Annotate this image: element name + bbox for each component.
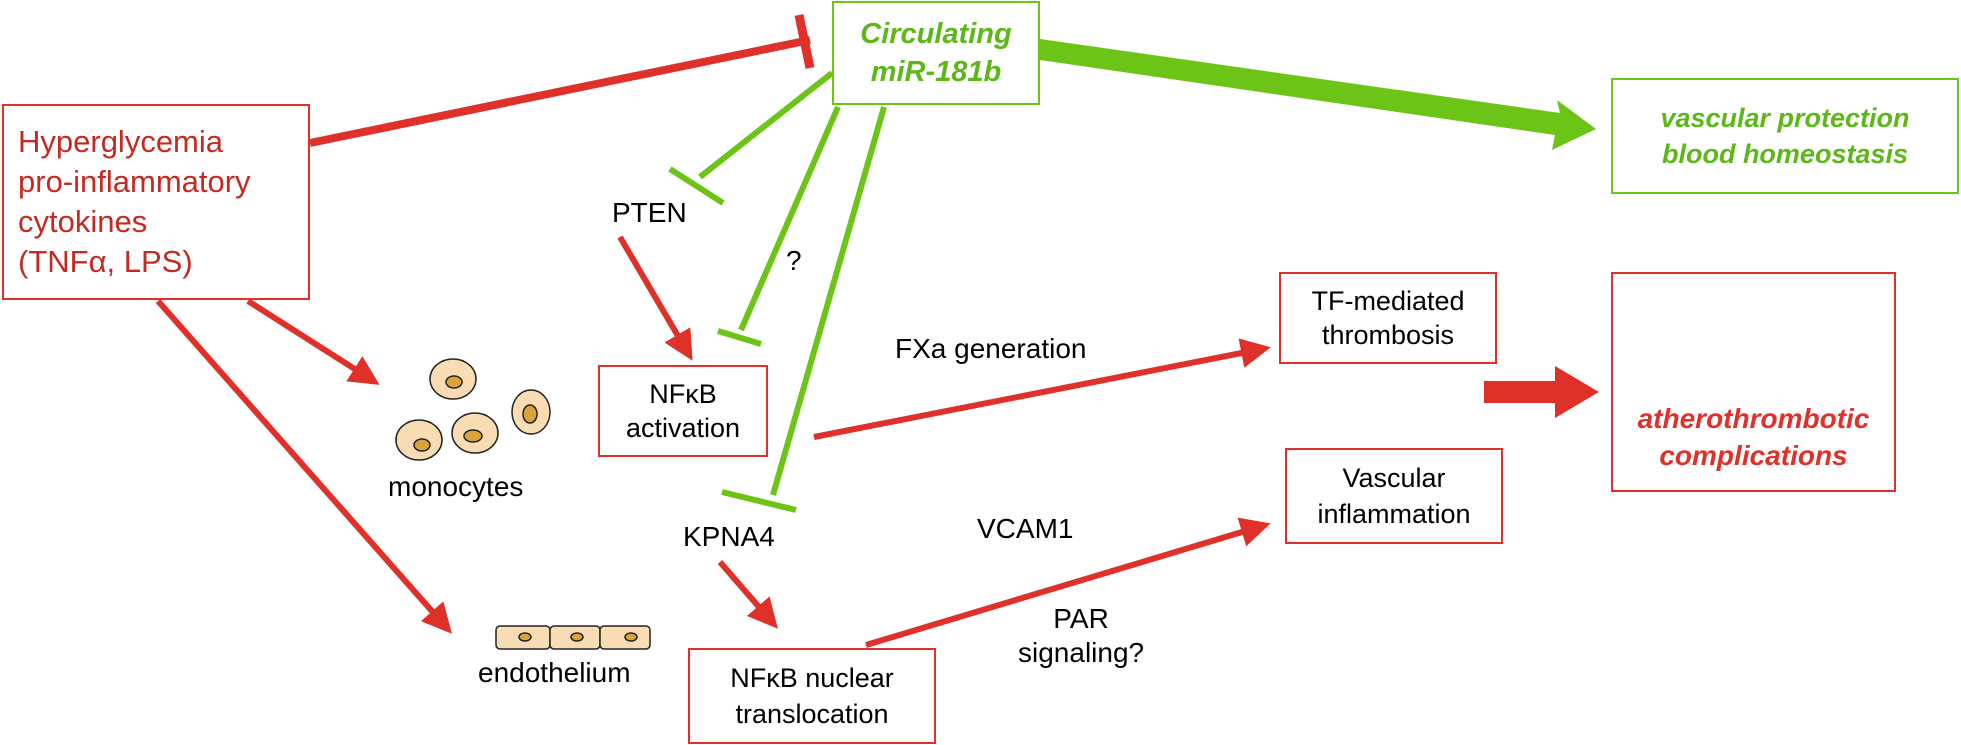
tf-thrombosis-line-1: TF-mediated: [1311, 286, 1465, 316]
mir-inhibits-kpna4-bar: [721, 489, 797, 513]
hyperglycemia-line-2: pro-inflammatory: [18, 164, 251, 199]
hyperglycemia-to-endothelium-arrow: [155, 299, 452, 634]
nfkb-nuclear-line-2: translocation: [735, 699, 889, 729]
mir181b-node: Circulating miR-181b: [832, 1, 1040, 105]
hyperglycemia-line-4: (TNFα, LPS): [18, 244, 193, 279]
mir-inhibits-kpna4-line: [770, 106, 887, 496]
complications-arrow: [1484, 366, 1599, 418]
kpna4-to-nuclear-arrow: [717, 560, 778, 629]
vascular-inflammation-line-1: Vascular: [1342, 463, 1446, 493]
vascular-inflammation-line-2: inflammation: [1317, 499, 1471, 529]
monocyte-cells-icon: [395, 358, 551, 461]
vcam1-label: VCAM1: [977, 513, 1074, 544]
nfkb-activation-line-1: NFκB: [649, 379, 717, 409]
protection-line-2: blood homeostasis: [1661, 139, 1909, 169]
hyperglycemia-line-1: Hyperglycemia: [18, 124, 224, 159]
complications-line-1: atherothrombotic: [1637, 403, 1870, 434]
nfkb-activation-line-2: activation: [625, 413, 741, 443]
mir181b-line-1: Circulating: [860, 18, 1012, 50]
endothelial-cells-icon: [495, 625, 651, 650]
mir-inhibits-pten-line: [698, 70, 834, 180]
nfkb-nuclear-translocation-node: NFκB nuclear translocation: [688, 648, 936, 744]
nfkb-activation-node: NFκB activation: [598, 365, 768, 457]
hyperglycemia-line-3: cytokines: [18, 204, 148, 239]
monocytes-label: monocytes: [388, 471, 524, 502]
fxa-generation-label: FXa generation: [895, 333, 1087, 364]
pten-label: PTEN: [612, 197, 687, 228]
mir-inhibits-nfkb-line: [738, 105, 841, 332]
mir-inhibits-nfkb-bar: [717, 328, 762, 347]
vascular-protection-node: vascular protection blood homeostasis: [1611, 78, 1959, 194]
nuclear-to-inflammation-arrow: [865, 517, 1271, 648]
mir181b-line-2: miR-181b: [870, 56, 1002, 88]
atherothrombotic-complications-node: atherothrombotic complications: [1611, 272, 1896, 492]
hyperglycemia-inhibits-mir-line: [309, 36, 811, 147]
par-line-1: PAR: [1053, 603, 1109, 634]
nfkb-to-tf-arrow: [813, 338, 1271, 440]
question-label: ?: [786, 245, 802, 276]
hyperglycemia-inhibits-mir-bar: [794, 14, 815, 69]
par-signaling-label: PAR signaling?: [1018, 602, 1144, 670]
pten-to-nfkb-arrow: [617, 235, 693, 361]
mir-inhibits-pten-bar: [668, 166, 725, 206]
endothelium-label: endothelium: [478, 657, 631, 688]
protection-line-1: vascular protection: [1660, 103, 1910, 133]
protection-arrow: [1040, 39, 1596, 150]
tf-thrombosis-node: TF-mediated thrombosis: [1279, 272, 1497, 364]
hyperglycemia-node: Hyperglycemia pro-inflammatory cytokines…: [2, 104, 310, 300]
tf-thrombosis-line-2: thrombosis: [1321, 320, 1455, 350]
complications-line-2: complications: [1659, 440, 1848, 471]
kpna4-label: KPNA4: [683, 521, 775, 552]
par-line-2: signaling?: [1018, 637, 1145, 668]
nfkb-nuclear-line-1: NFκB nuclear: [730, 663, 894, 693]
hyperglycemia-to-monocytes-arrow: [246, 298, 380, 385]
vascular-inflammation-node: Vascular inflammation: [1285, 448, 1503, 544]
